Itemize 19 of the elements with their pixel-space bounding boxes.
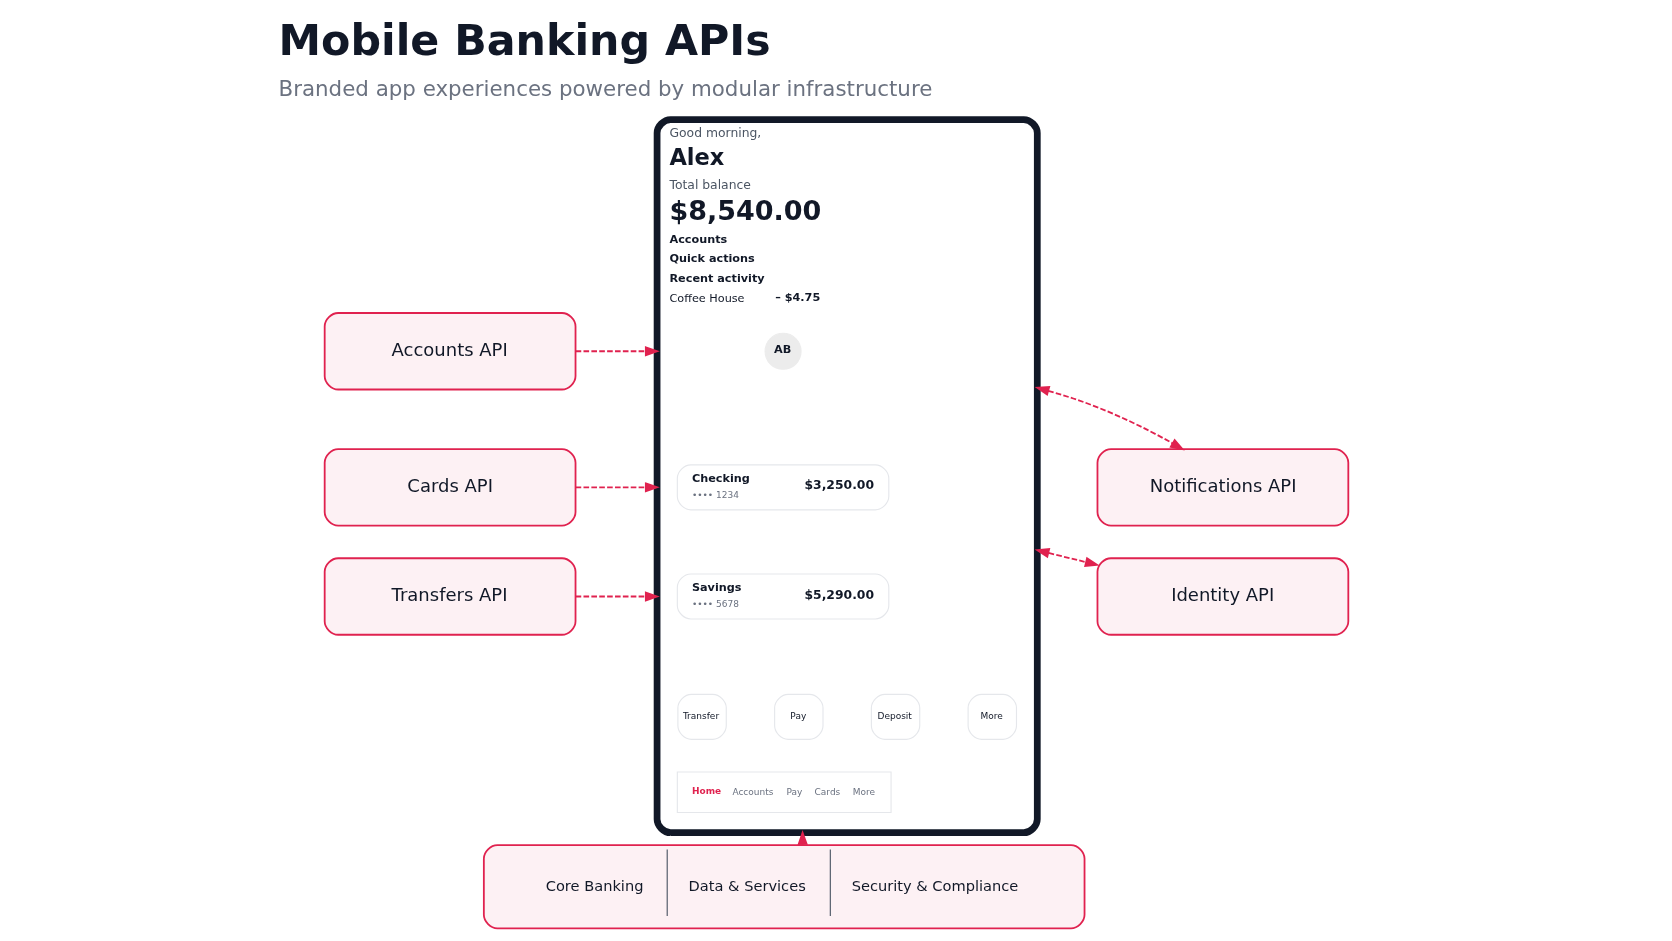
node-box: Transfer — [676, 693, 727, 740]
caption: Branded app experiences powered by modular infrastructure — [278, 75, 932, 101]
node-box: Pay — [773, 693, 824, 740]
node-box: Cards API — [323, 448, 576, 527]
node-box: Identity API — [1096, 557, 1349, 636]
arrow — [1034, 548, 1100, 567]
diagram-title: Mobile Banking APIs — [278, 15, 771, 66]
arrow — [1034, 386, 1185, 451]
node-box: Notifications API — [1096, 448, 1349, 527]
node-box: Accounts API — [323, 312, 576, 391]
node-box: More — [967, 693, 1017, 740]
node-box: Checking $3,250.00 •••• 1234 — [676, 464, 889, 511]
arrow — [574, 346, 660, 357]
arrow — [574, 591, 660, 602]
node-box: Home Accounts Pay Cards More — [676, 771, 892, 813]
node-box: Transfers API — [323, 557, 576, 636]
node-box: Savings $5,290.00 •••• 5678 — [676, 573, 889, 620]
node-box: Deposit — [870, 693, 920, 740]
arrow — [574, 482, 660, 493]
